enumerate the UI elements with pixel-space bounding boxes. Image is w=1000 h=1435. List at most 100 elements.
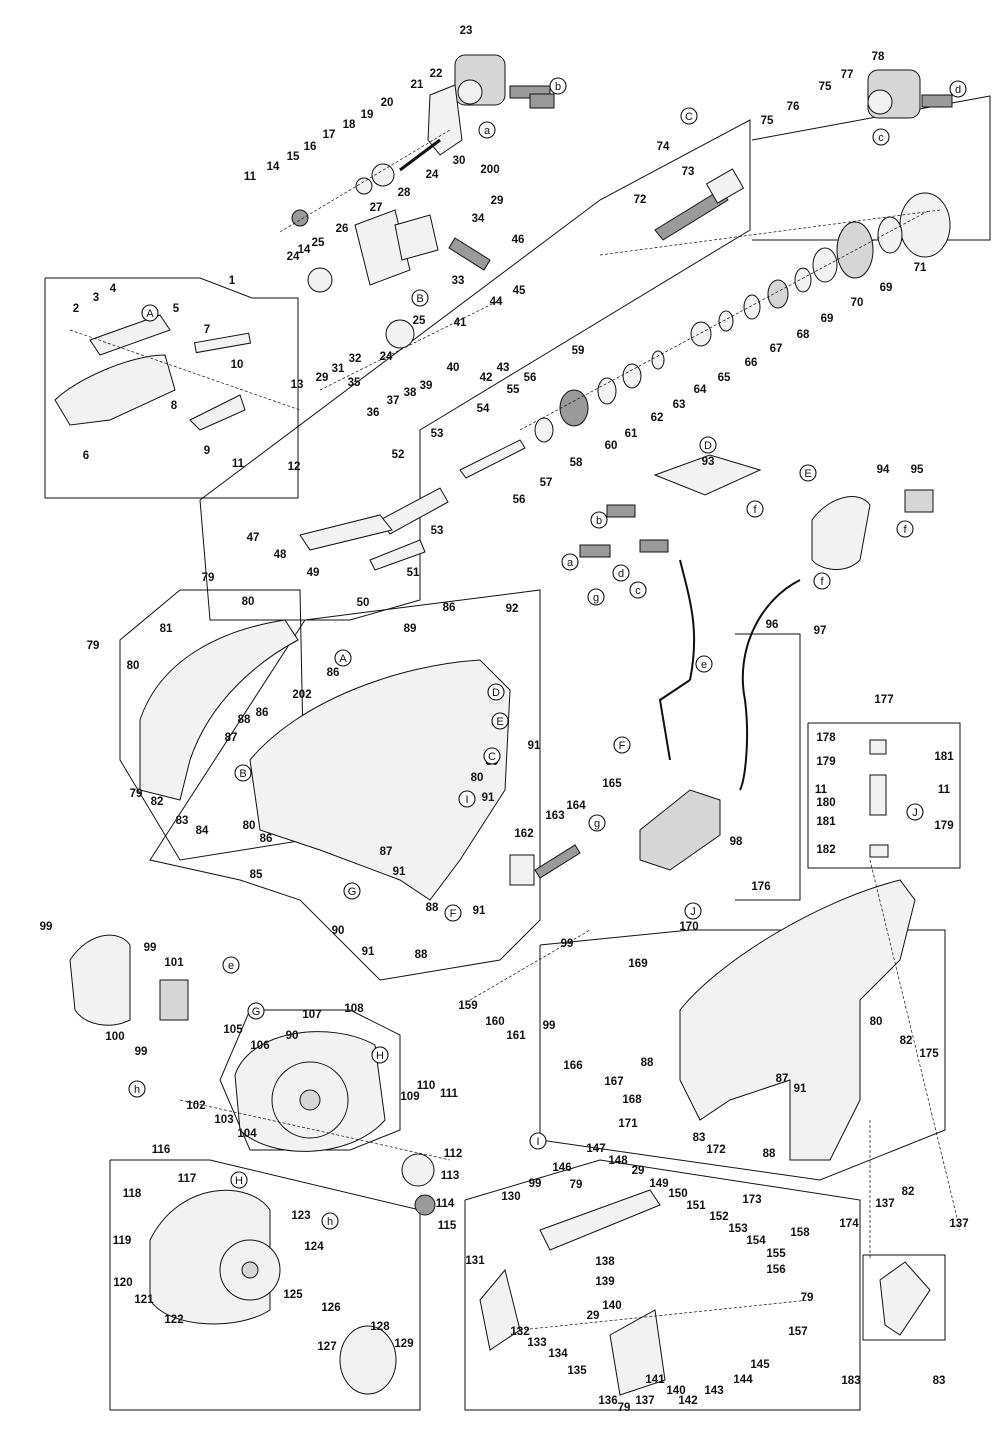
reference-circle [549,77,567,95]
reference-circle [234,764,252,782]
part-number-label: 59 [572,345,585,357]
part-number-label: 157 [788,1326,807,1338]
part-number-label: 56 [524,372,537,384]
part-number-label: 15 [287,151,300,163]
part-number-label: 99 [529,1178,542,1190]
part-number-label: 168 [622,1094,642,1106]
part-number-label: 22 [430,68,443,80]
lever-47 [299,514,393,551]
reference-letter: H [376,1050,384,1062]
reference-circle [587,588,605,606]
assembly-lines [69,129,961,1331]
reference-circle [612,564,630,582]
part-number-label: 91 [393,866,406,878]
part-number-label: 82 [900,1035,913,1047]
part-number-label: 162 [514,828,533,840]
part-number-label: 124 [304,1241,324,1253]
part-number-label: 88 [763,1148,776,1160]
part-number-label: 78 [872,51,885,63]
part-number-label: 105 [223,1024,243,1036]
part-number-label: 19 [361,109,374,121]
part-number-label: 107 [302,1009,321,1021]
part-number-label: 114 [436,1198,455,1210]
part-number-label: 110 [417,1080,436,1092]
part-number-label: 77 [841,69,854,81]
part-number-label: 179 [934,820,953,832]
part-number-label: 132 [510,1326,529,1338]
reference-circle [695,655,713,673]
bracket-9 [189,394,246,431]
reference-circle [230,1171,248,1189]
part-number-label: 111 [440,1088,459,1100]
part-number-label: 91 [362,946,375,958]
part-number-label: 79 [570,1179,583,1191]
part-number-label: 149 [649,1178,668,1190]
part-number-label: 147 [586,1143,605,1155]
part-number-label: 3 [93,292,99,304]
reference-letter: d [955,84,961,96]
part-number-label: 99 [135,1046,148,1058]
part-number-label: 1 [229,275,236,287]
part-number-label: 94 [877,464,890,476]
part-number-label: 113 [441,1170,460,1182]
reference-letter: C [488,751,496,763]
part-number-label: 12 [288,461,301,473]
part-number-label: 137 [949,1218,968,1230]
reference-letter: H [235,1175,243,1187]
part-number-label: 28 [398,187,411,199]
part-number-label: 34 [472,213,485,225]
part-number-label: 70 [851,297,864,309]
part-number-label: 9 [204,445,210,457]
gear-plate-22 [427,84,463,156]
reference-letter: f [820,576,824,588]
part-number-label: 86 [443,602,456,614]
part-number-label: 167 [604,1076,623,1088]
part-number-label: 177 [874,694,893,706]
part-number-label: 128 [370,1321,390,1333]
part-number-label: 117 [178,1173,197,1185]
reference-letter: F [619,740,626,752]
part-number-label: 62 [651,412,664,424]
motor-23 [454,54,555,109]
part-number-label: 173 [742,1194,761,1206]
reference-letter: e [701,659,707,671]
part-number-label: 80 [243,820,256,832]
reference-letter: g [593,592,599,604]
part-number-label: 49 [307,567,320,579]
part-number-label: 158 [790,1227,810,1239]
part-number-label: 68 [797,329,810,341]
harness-93 [579,454,762,761]
part-number-label: 86 [327,667,340,679]
belt-128 [339,1325,397,1395]
part-number-label: 106 [250,1040,269,1052]
part-number-label: 171 [618,1118,638,1130]
reference-letter: f [753,504,757,516]
reference-letter: B [239,768,246,780]
part-number-label: 96 [766,619,779,631]
reference-circle [872,128,890,146]
switch-95 [904,489,934,513]
reference-circle [896,520,914,538]
part-number-label: 79 [87,640,100,652]
part-number-label: 134 [548,1348,568,1360]
reference-circle [334,649,352,667]
hook-183 [879,1261,931,1336]
part-number-label: 81 [160,623,173,635]
reference-circle [529,1132,547,1150]
part-number-label: 58 [570,457,583,469]
part-number-label: 102 [186,1100,205,1112]
part-number-label: 99 [561,938,574,950]
part-number-label: 82 [151,796,164,808]
battery-connector-98 [639,789,721,871]
part-number-label: 74 [657,141,670,153]
reference-letter: d [618,568,624,580]
part-number-label: 183 [841,1375,860,1387]
part-number-label: 2 [73,303,79,315]
part-number-label: 182 [816,844,835,856]
reference-letter: a [484,125,491,137]
reference-circle [483,747,501,765]
part-number-label: 109 [400,1091,419,1103]
part-number-label: 6 [83,450,89,462]
